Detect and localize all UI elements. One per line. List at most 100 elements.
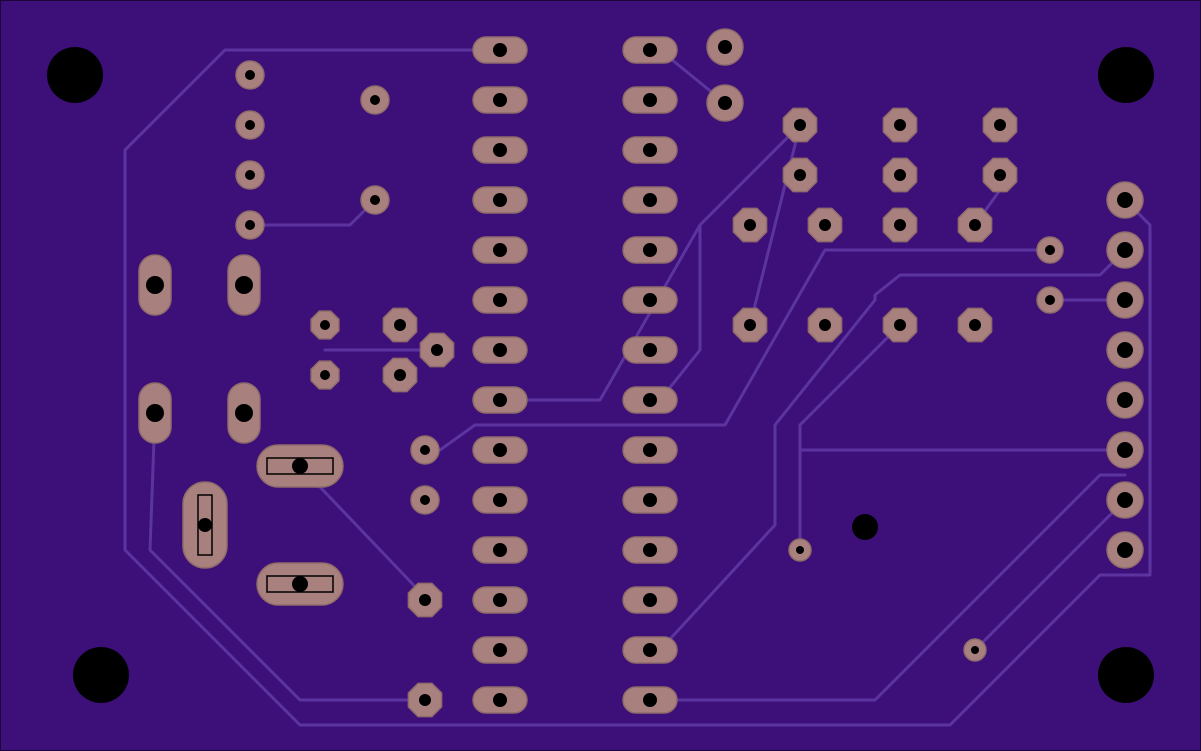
pad-drill <box>493 243 507 257</box>
pad-drill <box>718 40 732 54</box>
ic-pad-right-2 <box>622 86 678 114</box>
mounting-hole-top-left <box>47 47 103 103</box>
ic-pad-left-6 <box>472 286 528 314</box>
oct-pad-r4-4 <box>957 307 993 343</box>
pad-drill <box>245 220 255 230</box>
pad-drill <box>794 119 806 131</box>
cluster-pad-4 <box>382 357 418 393</box>
pad-drill <box>971 646 979 654</box>
pad-drill <box>420 445 430 455</box>
ic-pad-right-8 <box>622 386 678 414</box>
ic-pad-right-6 <box>622 286 678 314</box>
large-pad-top-2 <box>706 84 744 122</box>
pad-drill <box>643 193 657 207</box>
pad-drill <box>235 404 253 422</box>
pad-drill <box>643 43 657 57</box>
pad-drill <box>292 458 308 474</box>
pad-drill <box>894 169 906 181</box>
ic-pad-left-8 <box>472 386 528 414</box>
pad-drill <box>493 293 507 307</box>
small-pad-1 <box>360 85 390 115</box>
pad-drill <box>643 443 657 457</box>
ic-pad-left-2 <box>472 86 528 114</box>
ic-pad-right-7 <box>622 336 678 364</box>
header-pad-4 <box>1106 331 1144 369</box>
pad-drill <box>419 594 431 606</box>
oct-pad-r4-1 <box>732 307 768 343</box>
pad-drill <box>493 343 507 357</box>
pad-drill <box>819 219 831 231</box>
ic-pad-right-11 <box>622 536 678 564</box>
via-1 <box>1036 236 1064 264</box>
ic-pad-left-7 <box>472 336 528 364</box>
pad-drill <box>245 70 255 80</box>
oct-pad-r4-2 <box>807 307 843 343</box>
oct-pad-r3-1 <box>732 207 768 243</box>
pad-drill <box>493 393 507 407</box>
oct-pad-5 <box>407 582 443 618</box>
small-pad-col-a-4 <box>235 210 265 240</box>
pad-drill <box>643 493 657 507</box>
pad-drill <box>643 293 657 307</box>
oct-pad-r1-2 <box>882 107 918 143</box>
large-pad-top-1 <box>706 28 744 66</box>
pad-drill <box>643 643 657 657</box>
pad-drill <box>394 319 406 331</box>
pad-drill <box>493 143 507 157</box>
pad-drill <box>796 546 804 554</box>
oct-pad-r1-3 <box>982 107 1018 143</box>
ic-pad-right-4 <box>622 186 678 214</box>
oct-pad-r2-2 <box>882 157 918 193</box>
pad-drill <box>894 319 906 331</box>
pad-drill <box>292 576 308 592</box>
ic-pad-left-13 <box>472 636 528 664</box>
pad-drill <box>994 169 1006 181</box>
pad-drill <box>994 119 1006 131</box>
pad-drill <box>643 693 657 707</box>
pad-drill <box>431 344 443 356</box>
header-pad-2 <box>1106 231 1144 269</box>
small-pad-col-a-1 <box>235 60 265 90</box>
vertical-oval-pad-1 <box>138 254 172 316</box>
small-pad-3 <box>410 435 440 465</box>
pad-drill <box>969 219 981 231</box>
small-pad-col-a-2 <box>235 110 265 140</box>
pad-drill <box>320 320 330 330</box>
ic-pad-left-9 <box>472 436 528 464</box>
trace-outer-left <box>123 48 1152 727</box>
small-pad-4 <box>410 485 440 515</box>
pad-drill <box>146 276 164 294</box>
pad-drill <box>819 319 831 331</box>
pad-drill <box>643 543 657 557</box>
trace-pin-i <box>658 248 1127 652</box>
pad-drill <box>1117 392 1133 408</box>
cluster-pad-1 <box>310 310 340 340</box>
pad-drill <box>320 370 330 380</box>
small-pad-2 <box>360 185 390 215</box>
pad-drill <box>419 694 431 706</box>
pad-drill <box>245 170 255 180</box>
pad-drill <box>370 95 380 105</box>
vertical-oval-pad-2 <box>227 254 261 316</box>
pad-drill <box>1117 492 1133 508</box>
pad-drill <box>493 593 507 607</box>
via-4 <box>963 638 987 662</box>
header-pad-8 <box>1106 531 1144 569</box>
oct-pad-r3-4 <box>957 207 993 243</box>
pad-drill <box>1117 342 1133 358</box>
ic-pad-right-5 <box>622 236 678 264</box>
pad-drill <box>1117 442 1133 458</box>
via-3 <box>788 538 812 562</box>
pad-drill <box>643 243 657 257</box>
oct-pad-r2-3 <box>982 157 1018 193</box>
ic-pad-left-4 <box>472 186 528 214</box>
pad-drill <box>894 119 906 131</box>
pad-drill <box>493 643 507 657</box>
pad-drill <box>1117 292 1133 308</box>
header-pad-1 <box>1106 181 1144 219</box>
pad-drill <box>969 319 981 331</box>
pad-drill <box>420 495 430 505</box>
oct-pad-r3-3 <box>882 207 918 243</box>
